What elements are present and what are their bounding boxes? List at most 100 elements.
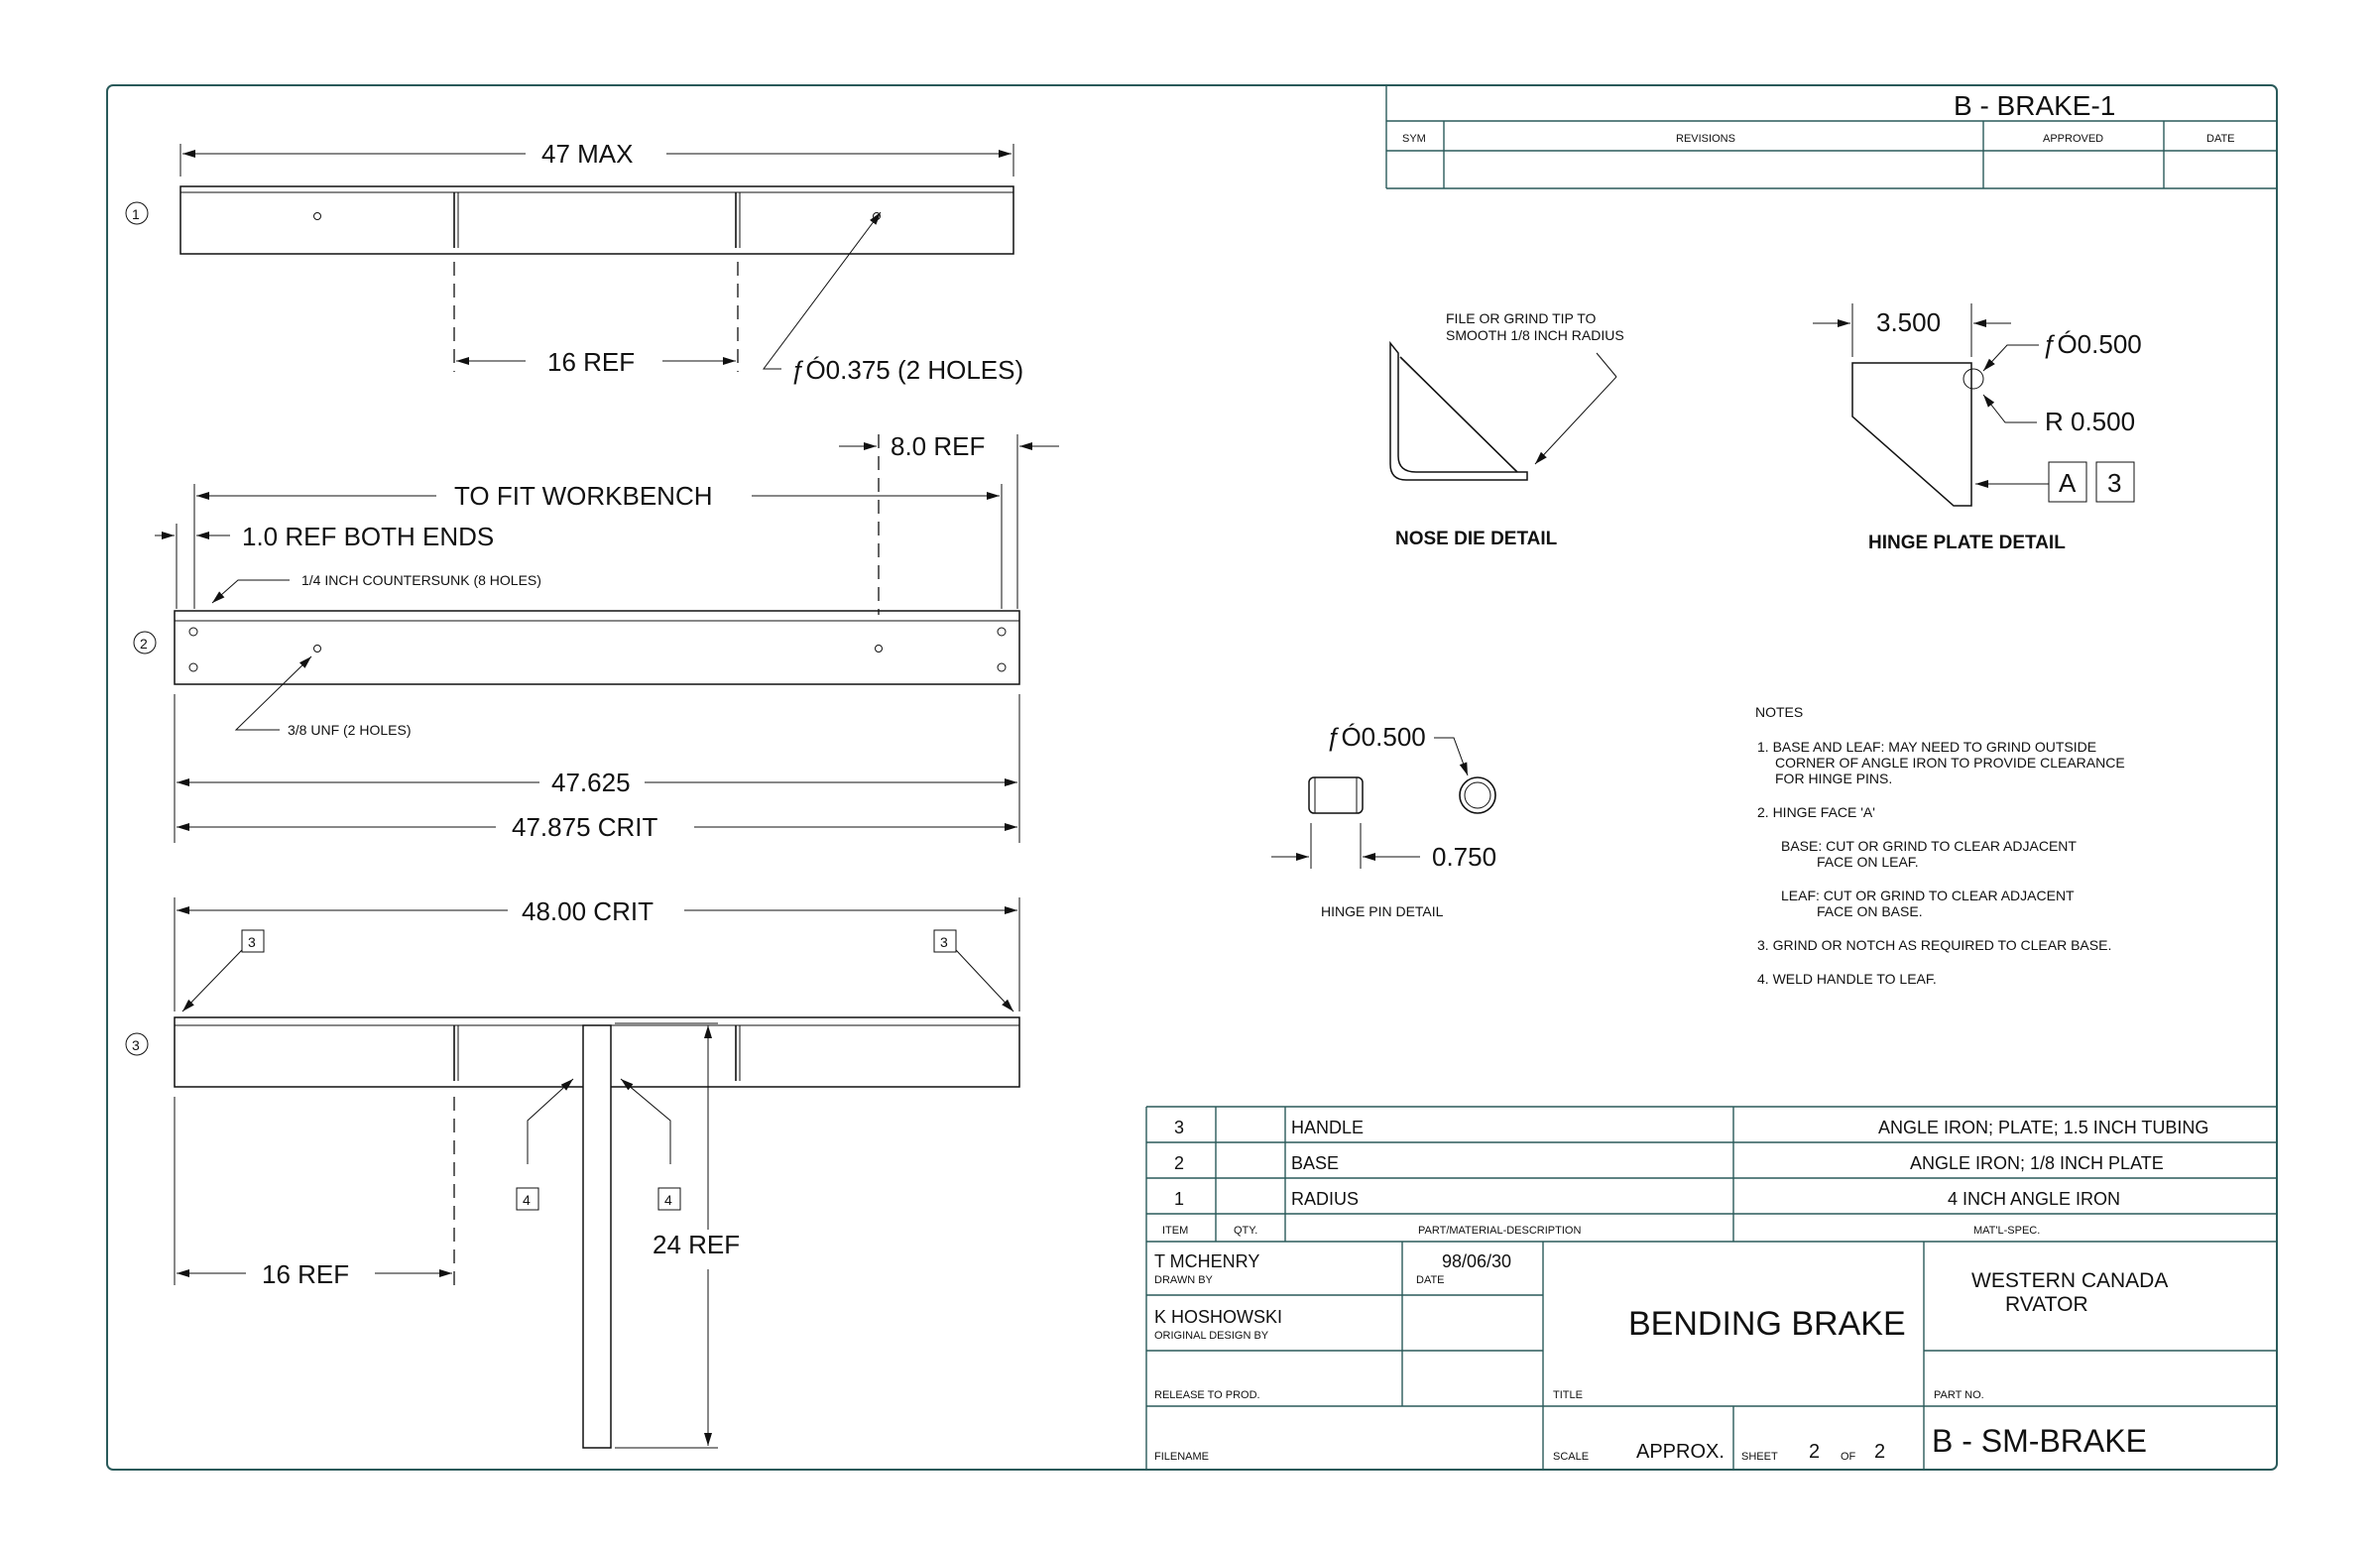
rev-revisions-header: REVISIONS xyxy=(1676,133,1735,145)
note-line-6: FACE ON LEAF. xyxy=(1817,854,1919,870)
sheet-label: SHEET xyxy=(1741,1451,1778,1463)
notes-block: NOTES 1. BASE AND LEAF: MAY NEED TO GRIN… xyxy=(1755,704,2125,987)
hinge-plate-flag-num: 3 xyxy=(2107,468,2121,498)
nose-note-line1: FILE OR GRIND TIP TO xyxy=(1446,310,1597,326)
rev-sym-header: SYM xyxy=(1402,133,1426,145)
date-value: 98/06/30 xyxy=(1442,1251,1511,1271)
note-line-10: 4. WELD HANDLE TO LEAF. xyxy=(1757,971,1937,987)
sheet-total: 2 xyxy=(1874,1441,1885,1463)
hinge-plate-dim-radius: R 0.500 xyxy=(2045,407,2135,436)
hinge-plate-label: HINGE PLATE DETAIL xyxy=(1868,533,2066,553)
filename-label: FILENAME xyxy=(1154,1451,1209,1463)
company-line1: WESTERN CANADA xyxy=(1971,1269,2168,1292)
drawn-by-label: DRAWN BY xyxy=(1154,1274,1214,1286)
hinge-plate-detail: 3.500 ƒÓ0.500 R 0.500 A 3 HINGE PLATE DE… xyxy=(1813,303,2142,553)
company-line2: RVATOR xyxy=(2005,1293,2088,1316)
part-number: B - SM-BRAKE xyxy=(1932,1423,2147,1459)
view-2-countersunk-note: 1/4 INCH COUNTERSUNK (8 HOLES) xyxy=(301,572,541,588)
bom-row-2-spec: ANGLE IRON; 1/8 INCH PLATE xyxy=(1910,1153,2164,1173)
part-no-label: PART NO. xyxy=(1934,1389,1984,1401)
release-label: RELEASE TO PROD. xyxy=(1154,1389,1260,1401)
hinge-pin-label: HINGE PIN DETAIL xyxy=(1321,903,1444,919)
drawn-by-name: T MCHENRY xyxy=(1154,1251,1259,1271)
bom-row-3-part: RADIUS xyxy=(1291,1189,1359,1209)
bom-row-3-item: 1 xyxy=(1174,1189,1184,1209)
view-3: 3 48.00 CRIT 3 3 4 4 24 REF xyxy=(125,896,1020,1449)
view-1-bar xyxy=(179,185,1014,255)
title-label: TITLE xyxy=(1553,1389,1583,1401)
drawing-title: BENDING BRAKE xyxy=(1628,1305,1906,1343)
view-3-callout: 3 xyxy=(132,1037,140,1053)
view-2-dim-ends: 1.0 REF BOTH ENDS xyxy=(242,522,494,551)
bom-header-spec: MAT'L-SPEC. xyxy=(1973,1225,2040,1237)
notes-heading: NOTES xyxy=(1755,704,1803,720)
date-label: DATE xyxy=(1416,1274,1445,1286)
view-3-dim-handle: 24 REF xyxy=(653,1230,740,1259)
bom-row-1-item: 3 xyxy=(1174,1118,1184,1137)
rev-date-header: DATE xyxy=(2206,133,2235,145)
design-name: K HOSHOWSKI xyxy=(1154,1307,1282,1327)
revision-block: B - BRAKE-1 SYM REVISIONS APPROVED DATE xyxy=(1385,85,2277,189)
sheet-number: 2 xyxy=(1809,1441,1820,1463)
note-line-1: 1. BASE AND LEAF: MAY NEED TO GRIND OUTS… xyxy=(1757,739,2096,755)
bom-row-1-part: HANDLE xyxy=(1291,1118,1364,1137)
view-3-callout-circle xyxy=(125,1032,149,1056)
drawing-number-top: B - BRAKE-1 xyxy=(1954,90,2115,121)
of-label: OF xyxy=(1841,1451,1856,1463)
hinge-pin-dim-len: 0.750 xyxy=(1432,842,1496,872)
note-line-3: FOR HINGE PINS. xyxy=(1775,771,1892,786)
view-2-callout-circle xyxy=(133,631,157,654)
nose-die-label: NOSE DIE DETAIL xyxy=(1395,529,1558,549)
hinge-plate-flag-a: A xyxy=(2059,468,2077,498)
view-2-unf-note: 3/8 UNF (2 HOLES) xyxy=(288,722,411,738)
bom-header-part: PART/MATERIAL-DESCRIPTION xyxy=(1418,1225,1581,1237)
bom-header-item: ITEM xyxy=(1162,1225,1188,1237)
hinge-plate-dim-width: 3.500 xyxy=(1876,307,1941,337)
note-line-8: FACE ON BASE. xyxy=(1817,903,1923,919)
view-3-flag-right: 3 xyxy=(940,934,948,950)
bom-row-1-spec: ANGLE IRON; PLATE; 1.5 INCH TUBING xyxy=(1878,1118,2208,1137)
bom-row-3-spec: 4 INCH ANGLE IRON xyxy=(1948,1189,2120,1209)
bom-row-2-item: 2 xyxy=(1174,1153,1184,1173)
hinge-pin-detail: ƒÓ0.500 0.750 HINGE PIN DETAIL xyxy=(1271,722,1496,919)
view-1-dim-overall: 47 MAX xyxy=(541,139,634,169)
note-line-7: LEAF: CUT OR GRIND TO CLEAR ADJACENT xyxy=(1781,888,2075,903)
view-1-callout-circle xyxy=(125,201,149,225)
design-label: ORIGINAL DESIGN BY xyxy=(1154,1330,1269,1342)
view-2-dim-outer: 47.875 CRIT xyxy=(512,812,658,842)
view-2-dim-ref8: 8.0 REF xyxy=(891,431,985,461)
bom-row-2-part: BASE xyxy=(1291,1153,1339,1173)
view-3-dim-spacing: 16 REF xyxy=(262,1259,349,1289)
view-2: 2 TO FIT WORKBENCH 8.0 REF 1.0 REF BOTH … xyxy=(133,431,1059,843)
view-1: 1 47 MAX 16 REF ƒÓ0.375 (2 HOLES) xyxy=(125,139,1023,385)
nose-die-detail: FILE OR GRIND TIP TO SMOOTH 1/8 INCH RAD… xyxy=(1389,310,1624,549)
view-2-dim-fit: TO FIT WORKBENCH xyxy=(454,481,713,511)
view-2-callout: 2 xyxy=(140,636,148,652)
view-3-flag-handle-left: 4 xyxy=(523,1192,531,1208)
bill-of-materials: 3 HANDLE ANGLE IRON; PLATE; 1.5 INCH TUB… xyxy=(1145,1106,2277,1470)
view-1-callout: 1 xyxy=(132,206,140,222)
view-3-flag-left: 3 xyxy=(248,934,256,950)
bom-header-qty: QTY. xyxy=(1234,1225,1257,1237)
note-line-9: 3. GRIND OR NOTCH AS REQUIRED TO CLEAR B… xyxy=(1757,937,2111,953)
rev-approved-header: APPROVED xyxy=(2043,133,2103,145)
view-2-dim-inner: 47.625 xyxy=(551,768,631,797)
scale-label: SCALE xyxy=(1553,1451,1589,1463)
note-line-5: BASE: CUT OR GRIND TO CLEAR ADJACENT xyxy=(1781,838,2077,854)
hinge-plate-dim-hole: ƒÓ0.500 xyxy=(2043,329,2142,359)
view-3-flag-handle-right: 4 xyxy=(664,1192,672,1208)
hinge-pin-dim-dia: ƒÓ0.500 xyxy=(1327,722,1426,752)
view-3-handle xyxy=(582,1024,612,1449)
view-1-hole-note: ƒÓ0.375 (2 HOLES) xyxy=(791,355,1023,385)
drawing-border xyxy=(106,84,2278,1471)
view-2-bar xyxy=(174,610,1020,685)
note-line-2: CORNER OF ANGLE IRON TO PROVIDE CLEARANC… xyxy=(1775,755,2125,771)
title-block: T MCHENRY DRAWN BY 98/06/30 DATE K HOSHO… xyxy=(1146,1242,2277,1470)
nose-note-line2: SMOOTH 1/8 INCH RADIUS xyxy=(1446,327,1624,343)
view-1-dim-spacing: 16 REF xyxy=(547,347,635,377)
note-line-4: 2. HINGE FACE 'A' xyxy=(1757,804,1875,820)
scale-value: APPROX. xyxy=(1636,1441,1725,1463)
view-3-dim-overall: 48.00 CRIT xyxy=(522,896,654,926)
